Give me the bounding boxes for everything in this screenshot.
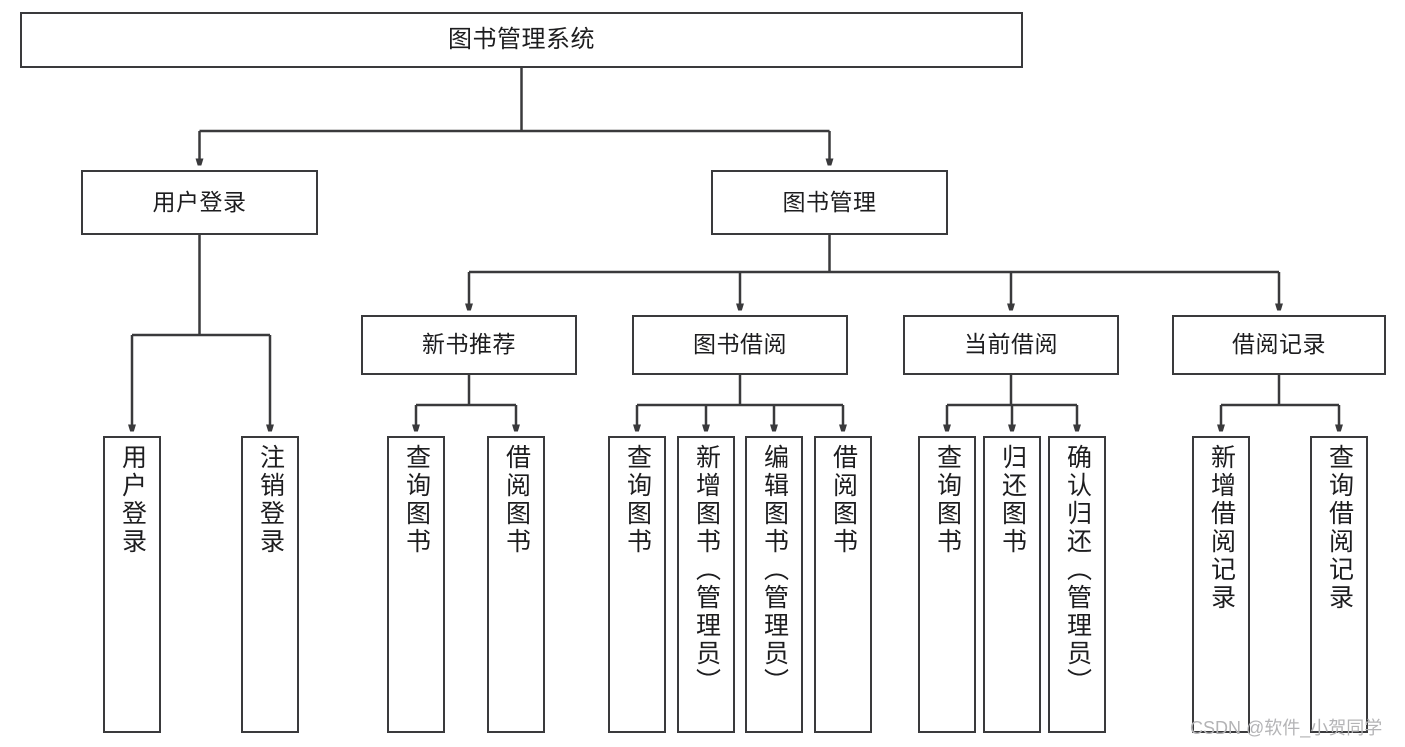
node-label: 查询图书 xyxy=(623,444,652,556)
node-leaf-query-book-3[interactable]: 查询图书 xyxy=(918,436,976,733)
node-leaf-logout[interactable]: 注销登录 xyxy=(241,436,299,733)
node-label: 新增借阅记录 xyxy=(1207,444,1236,612)
node-label: 图书管理 xyxy=(782,188,877,215)
node-label: 当前借阅 xyxy=(964,331,1058,358)
node-leaf-add-book[interactable]: 新增图书（管理员） xyxy=(677,436,735,733)
node-leaf-borrow-book-1[interactable]: 借阅图书 xyxy=(487,436,545,733)
node-label: 归还图书 xyxy=(998,444,1027,556)
node-leaf-query-book-2[interactable]: 查询图书 xyxy=(608,436,666,733)
node-leaf-edit-book[interactable]: 编辑图书（管理员） xyxy=(745,436,803,733)
node-label: 借阅图书 xyxy=(502,444,531,556)
node-label: 查询图书 xyxy=(933,444,962,556)
node-current-borrow[interactable]: 当前借阅 xyxy=(903,315,1119,375)
node-user-login[interactable]: 用户登录 xyxy=(81,170,318,235)
node-label: 注销登录 xyxy=(256,444,285,556)
node-book-borrow[interactable]: 图书借阅 xyxy=(632,315,848,375)
node-root[interactable]: 图书管理系统 xyxy=(20,12,1023,68)
node-label: 图书借阅 xyxy=(693,331,787,358)
node-leaf-borrow-book-2[interactable]: 借阅图书 xyxy=(814,436,872,733)
node-label: 查询借阅记录 xyxy=(1325,444,1354,612)
node-label: 借阅图书 xyxy=(829,444,858,556)
node-book-manage[interactable]: 图书管理 xyxy=(711,170,948,235)
node-label: 用户登录 xyxy=(118,444,147,556)
node-label: 查询图书 xyxy=(402,444,431,556)
node-leaf-add-record[interactable]: 新增借阅记录 xyxy=(1192,436,1250,733)
node-label: 编辑图书（管理员） xyxy=(760,444,789,696)
node-label: 用户登录 xyxy=(152,188,247,215)
node-label: 确认归还（管理员） xyxy=(1063,444,1092,696)
node-label: 借阅记录 xyxy=(1232,331,1326,358)
node-leaf-user-login[interactable]: 用户登录 xyxy=(103,436,161,733)
node-leaf-confirm-return[interactable]: 确认归还（管理员） xyxy=(1048,436,1106,733)
node-leaf-query-book-1[interactable]: 查询图书 xyxy=(387,436,445,733)
node-leaf-query-record[interactable]: 查询借阅记录 xyxy=(1310,436,1368,733)
node-borrow-record[interactable]: 借阅记录 xyxy=(1172,315,1386,375)
node-label: 新增图书（管理员） xyxy=(692,444,721,696)
node-leaf-return-book[interactable]: 归还图书 xyxy=(983,436,1041,733)
node-label: 新书推荐 xyxy=(422,331,516,358)
node-new-book-rec[interactable]: 新书推荐 xyxy=(361,315,577,375)
node-label: 图书管理系统 xyxy=(448,25,595,53)
